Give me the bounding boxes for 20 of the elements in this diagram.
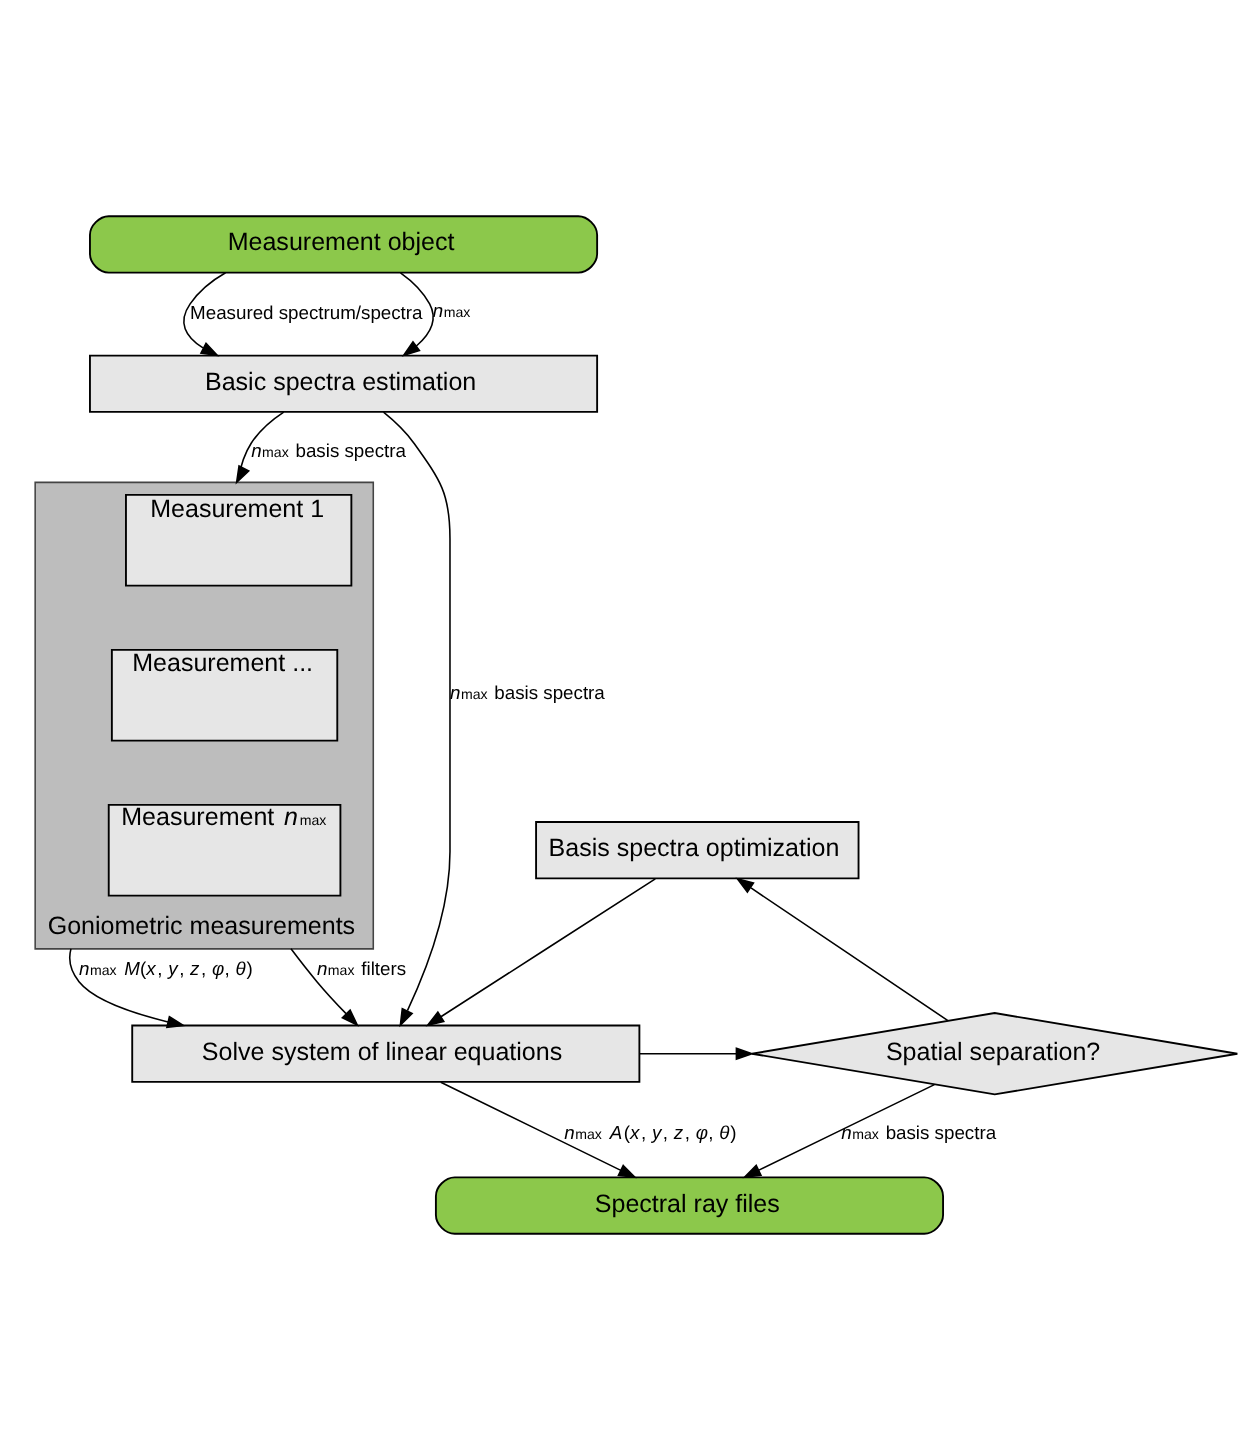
arrow [440, 1081, 638, 1179]
arrow [183, 272, 227, 357]
arrow [382, 411, 451, 1028]
node-box: Measurement ... [110, 648, 339, 742]
node-box: Basis spectra optimization [535, 821, 860, 880]
node-box: Measurement object [89, 215, 599, 274]
arrow [399, 272, 434, 357]
arrow [638, 1047, 755, 1061]
arrow [68, 948, 186, 1029]
node-box: Spectral ray files [434, 1176, 944, 1235]
arrow [235, 411, 285, 485]
arrow [735, 877, 949, 1022]
node-box: Solve system of linear equations [131, 1024, 641, 1083]
edge-label: Measured spectrum/spectra [190, 300, 423, 323]
node-box: Basic spectra estimation [89, 354, 599, 413]
arrow [425, 878, 657, 1027]
node-diamond: Spatial separation? [751, 1012, 1239, 1096]
arrow [290, 948, 359, 1027]
arrow [742, 1083, 936, 1179]
node-box: Measurement 1 [125, 493, 353, 587]
